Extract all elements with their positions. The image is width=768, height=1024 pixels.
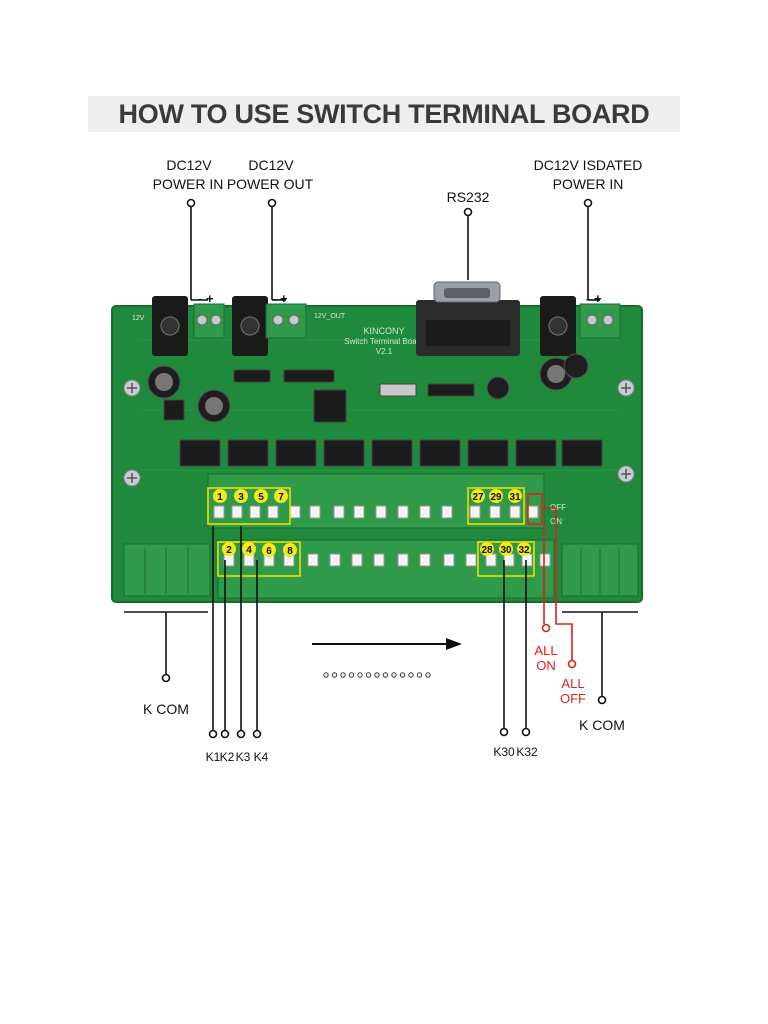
terminal-marker bbox=[517, 542, 531, 556]
dot bbox=[425, 672, 431, 678]
mounting-screws bbox=[123, 379, 635, 487]
k4-label: K4 bbox=[254, 750, 269, 764]
all-switch-box[interactable] bbox=[527, 493, 543, 525]
silk-12v-left: 12V bbox=[132, 315, 145, 322]
k30-label: K30 bbox=[493, 745, 515, 759]
dot bbox=[382, 672, 389, 678]
all-off-label-2: OFF bbox=[560, 691, 586, 706]
title-bar: HOW TO USE SWITCH TERMINAL BOARD bbox=[88, 96, 680, 132]
dot bbox=[399, 672, 406, 678]
all-on-off-pointers bbox=[541, 507, 577, 669]
terminal-number: 7 bbox=[278, 492, 284, 503]
all-on-label-1: ALL bbox=[534, 643, 557, 658]
terminal-number: 8 bbox=[287, 546, 293, 557]
terminal-marker bbox=[283, 543, 297, 557]
top-pointers bbox=[186, 198, 600, 301]
all-on-label-2: ON bbox=[536, 658, 556, 673]
k2-label: K2 bbox=[220, 750, 235, 764]
terminal-marker bbox=[471, 489, 485, 503]
k-com-left-terminal[interactable] bbox=[123, 543, 211, 597]
terminal-marker bbox=[234, 489, 248, 503]
dot bbox=[416, 672, 423, 678]
terminal-marker bbox=[222, 542, 236, 556]
board-brand: KINCONY bbox=[363, 326, 404, 336]
dc-out-label-2: POWER OUT bbox=[227, 176, 314, 192]
k3-label: K3 bbox=[236, 750, 251, 764]
k32-label: K32 bbox=[516, 745, 538, 759]
board-name: Switch Terminal Board bbox=[344, 337, 423, 346]
k-com-right-terminal[interactable] bbox=[561, 543, 639, 597]
dc-power-in-connector[interactable] bbox=[152, 296, 225, 356]
dot bbox=[357, 672, 363, 678]
dc-in-label-2: POWER IN bbox=[153, 176, 224, 192]
terminal-number: 1 bbox=[217, 492, 223, 503]
top-number-markers: 1 3 5 7 27 29 31 bbox=[213, 489, 522, 503]
continuation-dots bbox=[323, 672, 431, 678]
terminal-number: 32 bbox=[518, 545, 530, 556]
terminal-marker bbox=[262, 543, 276, 557]
rs232-label: RS232 bbox=[447, 189, 490, 205]
terminal-marker bbox=[254, 489, 268, 503]
dot bbox=[323, 672, 329, 678]
terminal-marker bbox=[480, 542, 494, 556]
k1-label: K1 bbox=[206, 750, 221, 764]
isolated-label-2: POWER IN bbox=[553, 176, 624, 192]
dot bbox=[374, 672, 380, 678]
polarity-3: - + bbox=[586, 291, 602, 306]
dot bbox=[365, 672, 372, 678]
dot bbox=[408, 672, 414, 678]
k-right-pointers bbox=[499, 560, 531, 737]
terminal-marker bbox=[242, 542, 256, 556]
dc-out-label-1: DC12V bbox=[248, 157, 294, 173]
terminal-number: 4 bbox=[246, 545, 252, 556]
all-off-label-1: ALL bbox=[561, 676, 584, 691]
k-com-right-label: K COM bbox=[579, 717, 625, 733]
polarity-2: - + bbox=[272, 291, 288, 306]
dot bbox=[331, 672, 338, 678]
chips bbox=[163, 369, 603, 467]
k-com-pointers bbox=[124, 611, 638, 705]
k-com-left-label: K COM bbox=[143, 701, 189, 717]
terminal-marker bbox=[489, 489, 503, 503]
terminal-number: 3 bbox=[238, 492, 244, 503]
isolated-power-in-connector[interactable] bbox=[540, 296, 621, 356]
terminal-number: 29 bbox=[490, 492, 502, 503]
rs232-connector[interactable] bbox=[416, 281, 520, 356]
terminal-number: 30 bbox=[500, 545, 512, 556]
bottom-number-markers: 2 4 6 8 28 30 32 bbox=[222, 542, 531, 557]
isolated-label-1: DC12V ISDATED bbox=[534, 157, 643, 173]
polarity-1: - + bbox=[198, 291, 214, 306]
terminal-marker bbox=[213, 489, 227, 503]
dc-in-label-1: DC12V bbox=[166, 157, 212, 173]
board-version: V2.1 bbox=[376, 347, 393, 356]
terminal-number: 5 bbox=[258, 492, 264, 503]
capacitors bbox=[147, 353, 589, 423]
dot bbox=[391, 672, 397, 678]
dot bbox=[348, 672, 355, 678]
terminal-number: 31 bbox=[509, 492, 521, 503]
terminal-marker bbox=[499, 542, 513, 556]
silk-12v-out: 12V_OUT bbox=[314, 313, 346, 320]
dc-power-out-connector[interactable] bbox=[232, 296, 307, 356]
terminal-number: 6 bbox=[266, 546, 272, 557]
terminal-number: 28 bbox=[481, 545, 493, 556]
terminal-marker bbox=[274, 489, 288, 503]
k-left-pointers bbox=[208, 526, 262, 739]
page-title: HOW TO USE SWITCH TERMINAL BOARD bbox=[118, 99, 650, 129]
silk-off: OFF bbox=[550, 503, 566, 512]
terminal-marker bbox=[508, 489, 522, 503]
terminal-number: 2 bbox=[226, 545, 232, 556]
terminal-number: 27 bbox=[472, 492, 484, 503]
dot bbox=[340, 672, 346, 678]
top-terminal-row[interactable] bbox=[207, 473, 545, 529]
sequence-arrow bbox=[312, 638, 462, 650]
